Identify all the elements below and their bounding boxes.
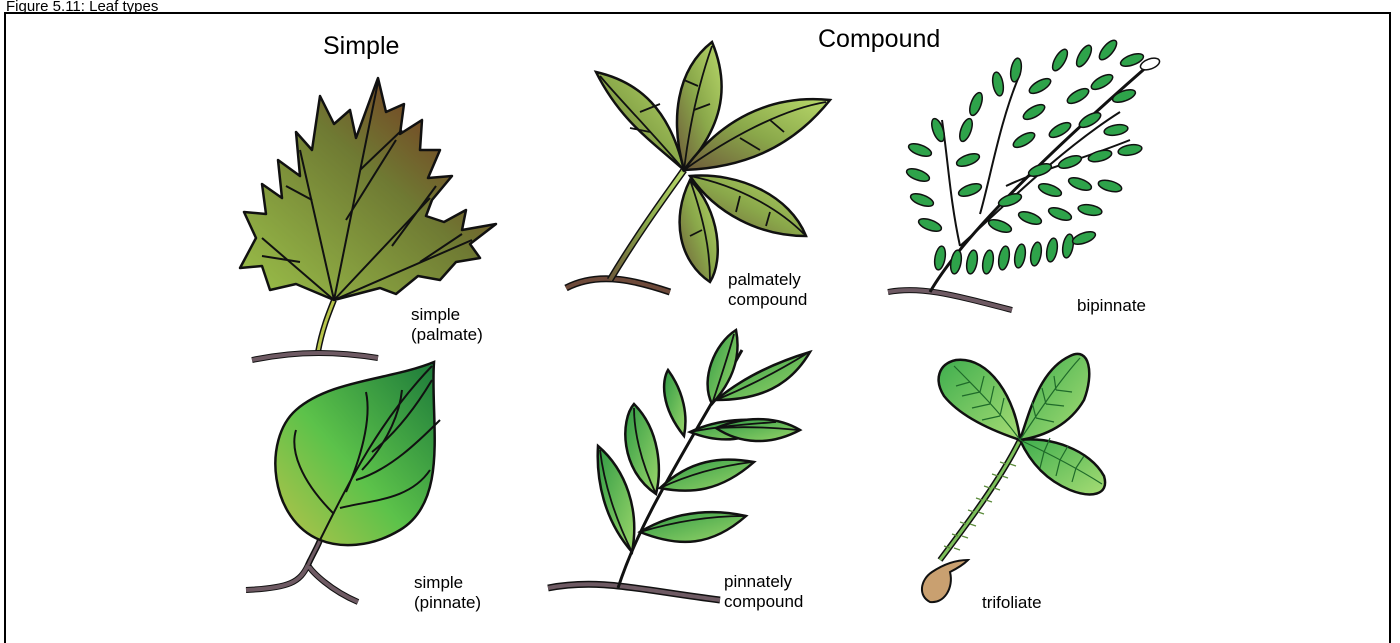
bipinnate-illustration <box>888 38 1161 310</box>
pinnately-compound-illustration <box>548 330 810 600</box>
heart-leaf-illustration <box>246 362 440 602</box>
label-simple-palmate: simple (palmate) <box>411 305 483 345</box>
label-trifoliate: trifoliate <box>982 593 1042 613</box>
label-simple-pinnate: simple (pinnate) <box>414 573 481 613</box>
label-palmately-compound: palmately compound <box>728 270 807 310</box>
label-bipinnate: bipinnate <box>1077 296 1146 316</box>
heading-compound: Compound <box>818 25 940 53</box>
label-pinnately-compound: pinnately compound <box>724 572 803 612</box>
heading-simple: Simple <box>323 32 399 60</box>
trifoliate-illustration <box>922 354 1105 602</box>
palmately-compound-illustration <box>566 42 830 292</box>
